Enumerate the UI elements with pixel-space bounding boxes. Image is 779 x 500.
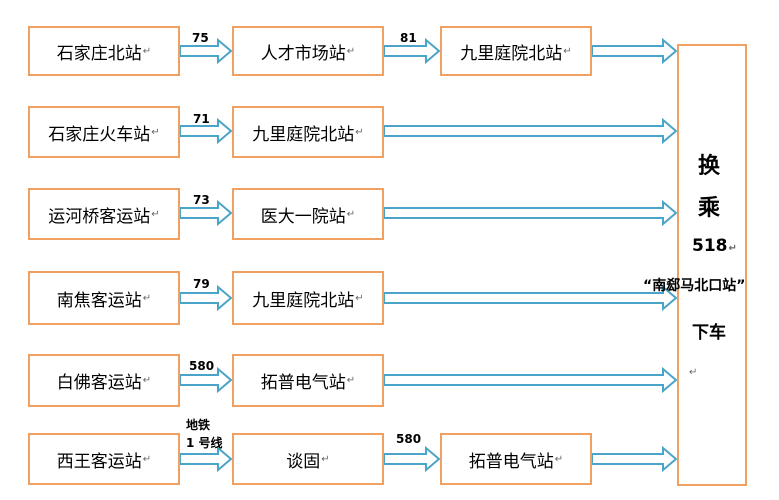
start-station-shijiazhuang-north: 石家庄北站↵ — [28, 26, 180, 76]
start-station-xiwang: 西王客运站↵ — [28, 433, 180, 485]
paragraph-mark-icon: ↵ — [321, 453, 330, 465]
paragraph-mark-icon: ↵ — [151, 208, 160, 220]
transfer-char-cheng: 乘 — [698, 196, 721, 221]
paragraph-mark-icon: ↵ — [142, 375, 152, 386]
route-label-81: 81 — [400, 31, 417, 45]
paragraph-mark-icon: ↵ — [346, 375, 356, 386]
route-label-75: 75 — [192, 31, 209, 45]
arrow-row5-b — [383, 366, 678, 394]
transfer-route-number: 518↵ — [692, 236, 737, 256]
transfer-action: 下车 — [692, 323, 726, 343]
arrow-row3-a — [179, 199, 233, 227]
stop-label: 九里庭院北站 — [252, 290, 355, 311]
start-station-label: 白佛客运站 — [56, 373, 142, 393]
stop-jiuli-courtyard-north: 九里庭院北站↵ — [440, 26, 592, 76]
stop-talent-market: 人才市场站↵ — [232, 26, 384, 76]
paragraph-mark-icon: ↵ — [346, 45, 356, 57]
stop-label: 医大一院站 — [260, 206, 346, 227]
stop-jiuli-courtyard-north: 九里庭院北站↵ — [232, 271, 384, 325]
start-station-label: 石家庄北站 — [56, 43, 142, 64]
stop-label: 九里庭院北站 — [460, 43, 563, 64]
metro-label-bottom: 1 号线 — [186, 436, 223, 450]
arrow-row6-b — [383, 445, 441, 473]
start-station-label: 运河桥客运站 — [48, 206, 151, 227]
stop-tuopu-electric: 拓普电气站↵ — [232, 354, 384, 407]
route-label-79: 79 — [193, 277, 210, 291]
arrow-row4-b — [383, 284, 678, 312]
start-station-shijiazhuang-railway: 石家庄火车站↵ — [28, 106, 180, 158]
start-station-nanjiao: 南焦客运站↵ — [28, 271, 180, 325]
stop-label: 拓普电气站 — [260, 373, 346, 393]
route-label-580: 580 — [396, 432, 422, 446]
paragraph-mark-icon: ↵ — [563, 45, 572, 57]
start-station-baifo: 白佛客运站↵ — [28, 354, 180, 407]
route-518: 518 — [692, 236, 728, 256]
paragraph-mark-icon: ↵ — [689, 367, 698, 378]
arrow-row1-c — [591, 37, 678, 65]
paragraph-mark-icon: ↵ — [151, 126, 160, 138]
arrow-row4-a — [179, 284, 233, 312]
paragraph-mark-icon: ↵ — [355, 292, 364, 304]
transfer-char-huan: 换 — [698, 154, 721, 179]
start-station-label: 西王客运站 — [56, 451, 142, 472]
stop-medical-first-hospital: 医大一院站↵ — [232, 188, 384, 240]
route-label-71: 71 — [193, 112, 210, 126]
arrow-row2-b — [383, 117, 678, 145]
stop-jiuli-courtyard-north: 九里庭院北站↵ — [232, 106, 384, 158]
stop-label: 人才市场站 — [260, 43, 346, 64]
paragraph-mark-icon: ↵ — [346, 208, 356, 220]
metro-label-line1: 地铁 1 号线 — [186, 416, 223, 452]
paragraph-mark-icon: ↵ — [554, 453, 564, 465]
paragraph-mark-icon: ↵ — [142, 45, 152, 57]
transfer-stop-name: “南郄马北口站” — [643, 278, 746, 294]
arrow-row1-b — [383, 37, 441, 65]
arrow-row6-a — [179, 445, 233, 473]
arrow-row3-b — [383, 199, 678, 227]
paragraph-mark-icon: ↵ — [142, 453, 152, 465]
arrow-row5-a — [179, 366, 233, 394]
stop-label: 拓普电气站 — [468, 451, 554, 472]
route-label-73: 73 — [193, 193, 210, 207]
arrow-row6-c — [591, 445, 678, 473]
start-station-yunhe-bridge: 运河桥客运站↵ — [28, 188, 180, 240]
start-station-label: 南焦客运站 — [56, 290, 142, 311]
arrow-row2-a — [179, 117, 233, 145]
stop-label: 谈固 — [286, 451, 321, 472]
paragraph-mark-icon: ↵ — [142, 292, 152, 304]
paragraph-mark-icon: ↵ — [728, 243, 737, 254]
paragraph-mark-icon: ↵ — [355, 126, 364, 138]
arrow-row1-a — [179, 37, 233, 65]
transfer-box — [677, 44, 747, 486]
route-label-580: 580 — [189, 359, 215, 373]
start-station-label: 石家庄火车站 — [48, 124, 151, 145]
stop-tuopu-electric: 拓普电气站↵ — [440, 433, 592, 485]
metro-label-top: 地铁 — [186, 418, 211, 432]
stop-tangu: 谈固↵ — [232, 433, 384, 485]
stop-label: 九里庭院北站 — [252, 124, 355, 145]
